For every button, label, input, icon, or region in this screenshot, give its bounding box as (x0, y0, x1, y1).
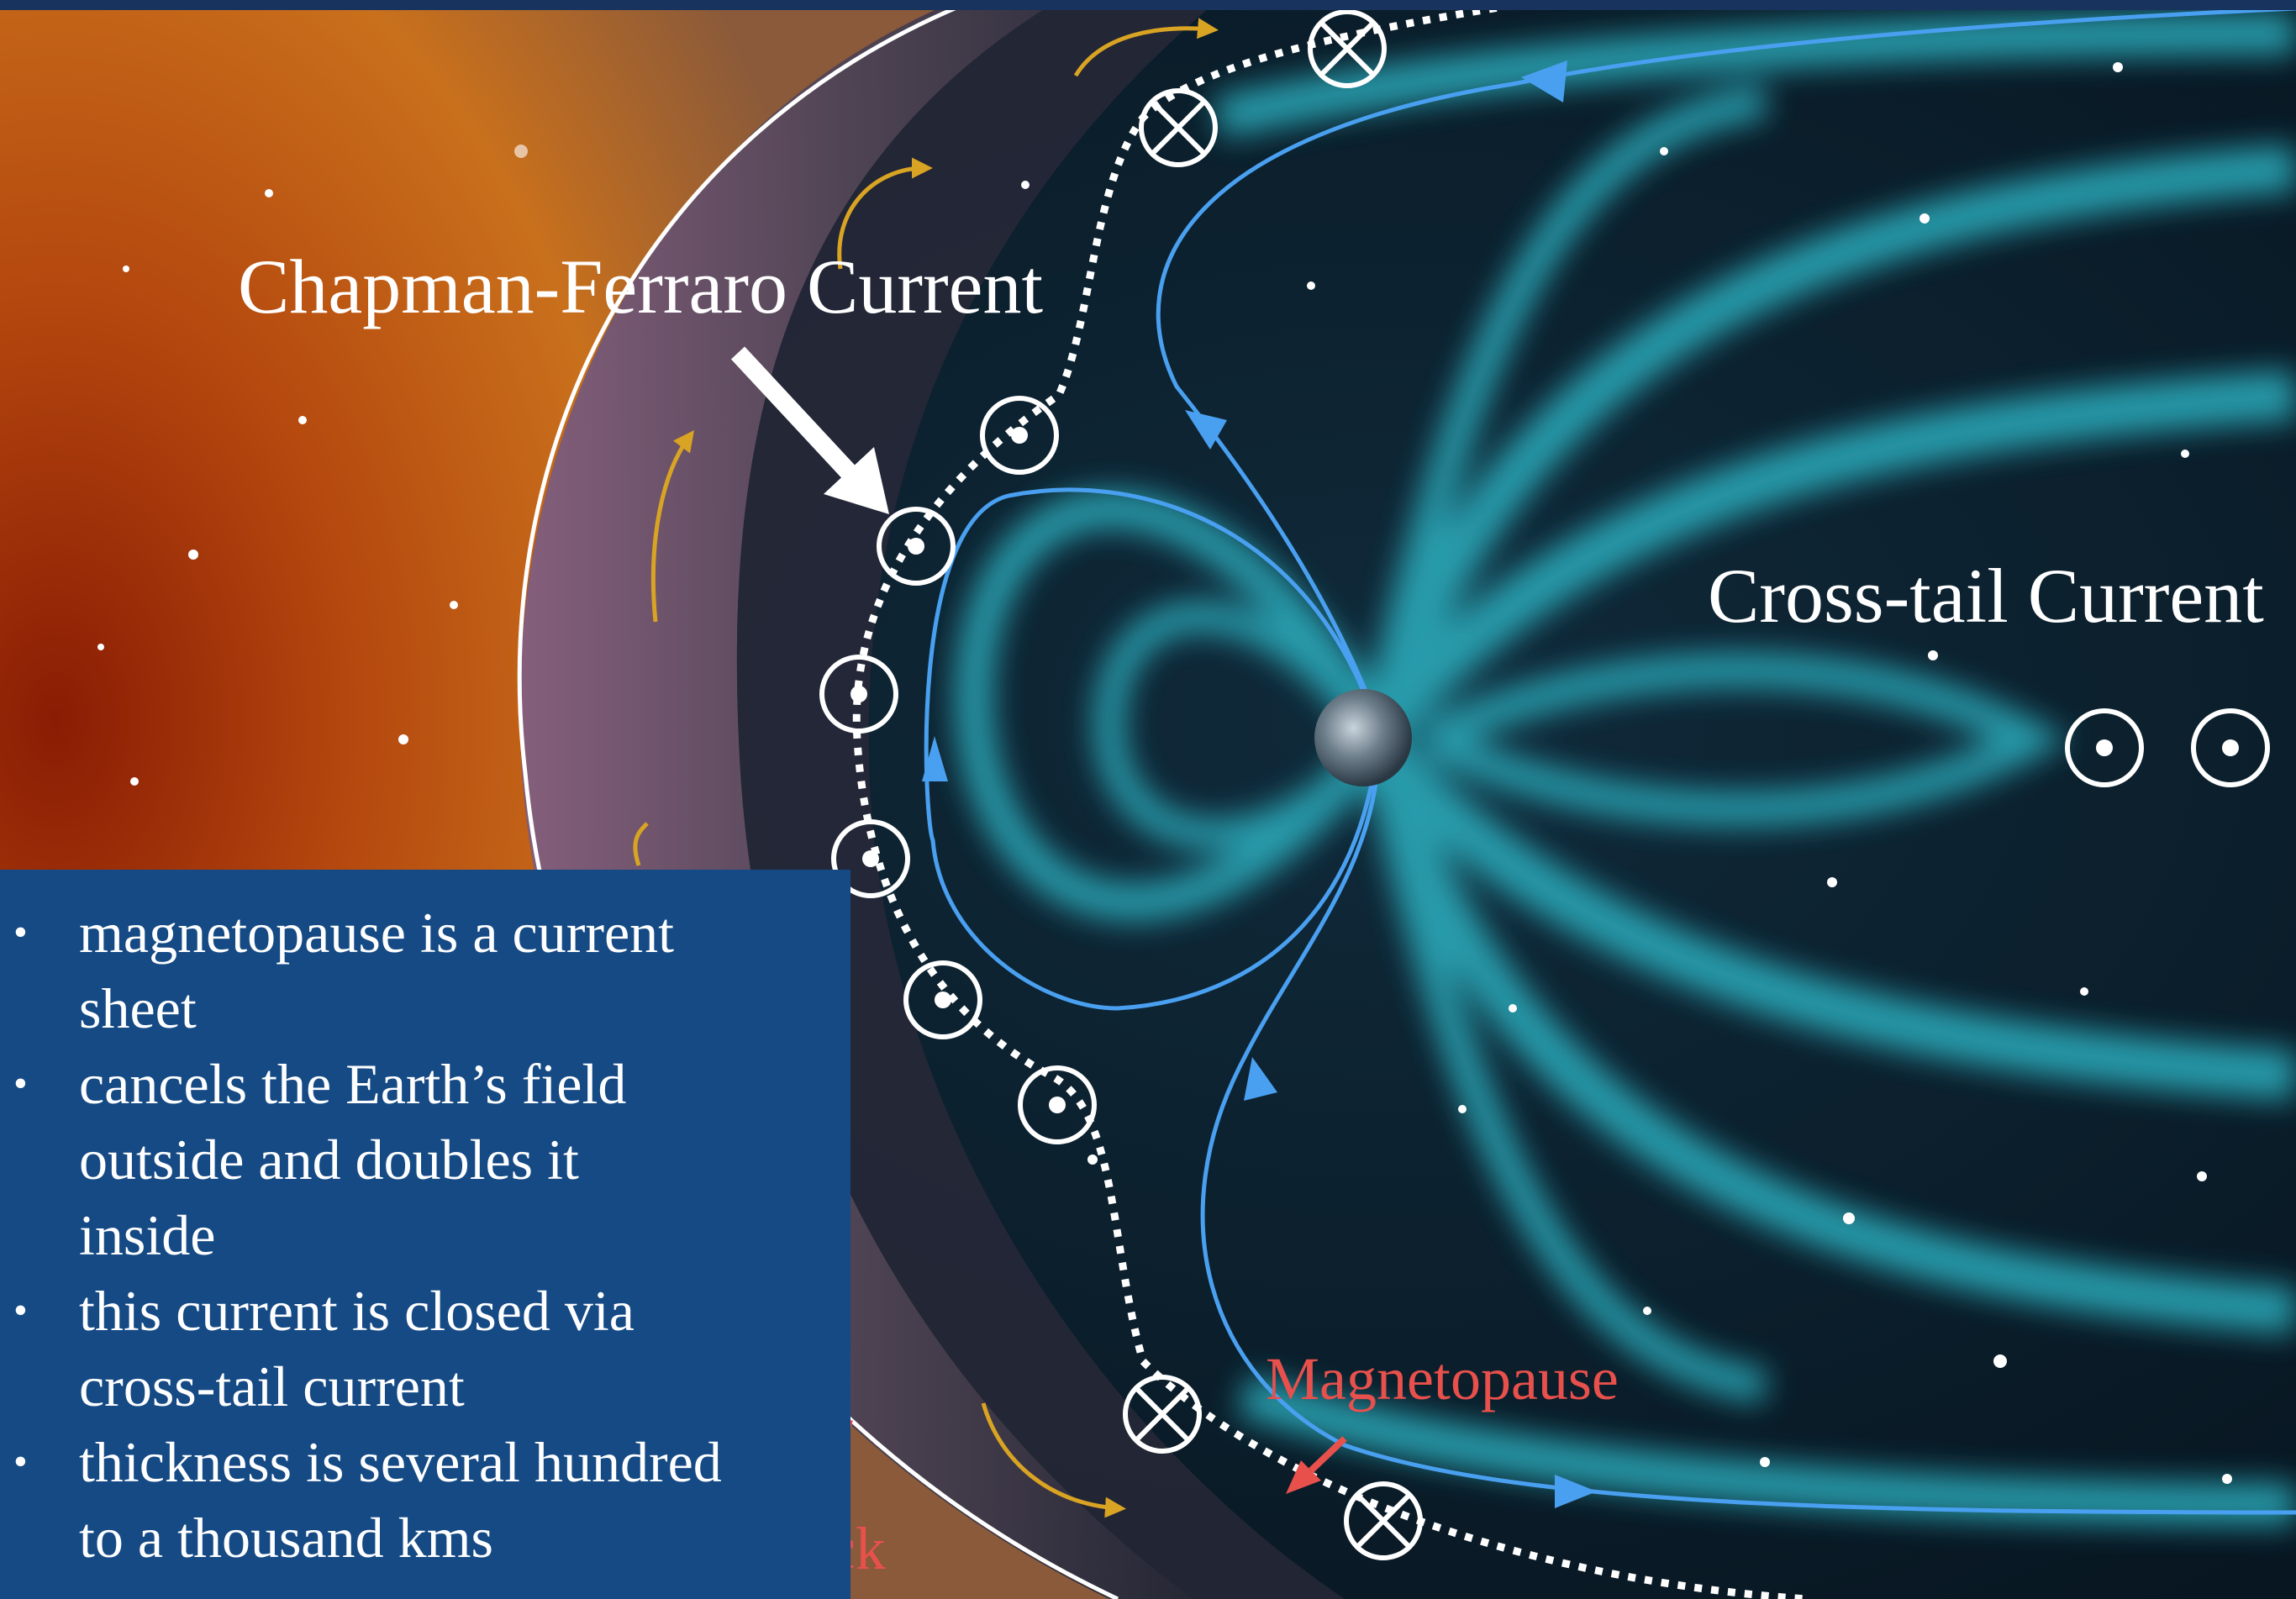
current-out-icon (819, 655, 898, 734)
current-out-icon (2065, 708, 2144, 787)
current-out-icon (1018, 1065, 1097, 1144)
note-item: • magnetopause is a current sheet (13, 895, 837, 1046)
notes-list: • magnetopause is a current sheet • cancel… (13, 895, 837, 1575)
slide-top-bar (0, 0, 2296, 10)
current-out-icon (903, 960, 982, 1039)
note-text: thickness is several hundred to a thousa… (79, 1430, 722, 1570)
current-out-icon (2191, 708, 2270, 787)
cross-tail-current-label: Cross-tail Current (1708, 553, 2264, 639)
note-text: magnetopause is a current sheet (79, 901, 675, 1040)
magnetopause-pointer-arrow (1286, 1436, 1347, 1494)
current-in-icon (1308, 9, 1387, 88)
current-in-markers (1123, 9, 1423, 1560)
note-text: this current is closed via cross-tail cu… (79, 1279, 635, 1418)
note-item: • thickness is several hundred to a thous… (13, 1424, 837, 1575)
magnetopause-label: Magnetopause (1266, 1345, 1619, 1412)
note-text: cancels the Earth’s field outside and do… (79, 1052, 627, 1267)
closed-field-line (924, 487, 1381, 1011)
stars (97, 62, 2232, 1484)
bullet-icon: • (13, 910, 28, 955)
field-line-arrows (922, 60, 1597, 1508)
notes-panel: • magnetopause is a current sheet • cancel… (0, 870, 850, 1599)
current-out-dots (850, 427, 2239, 1113)
current-in-icon (1344, 1481, 1423, 1560)
current-in-icon (1123, 1375, 1202, 1454)
flow-arrows (633, 18, 1219, 1518)
chapman-ferraro-pointer-arrow (730, 346, 889, 514)
bullet-icon: • (13, 1061, 28, 1106)
bullet-icon: • (13, 1288, 28, 1333)
current-in-icon (1139, 88, 1218, 167)
open-field-line-north (1156, 6, 2296, 723)
chapman-ferraro-current-label: Chapman-Ferraro Current (238, 244, 1044, 329)
field-lines (924, 6, 2296, 1515)
current-out-icon (831, 819, 910, 898)
bullet-icon: • (13, 1439, 28, 1484)
inner-sheath (736, 0, 1345, 1599)
note-item: • this current is closed via cross-tail c… (13, 1273, 837, 1424)
current-out-icon (980, 396, 1059, 475)
current-out-icon (877, 507, 956, 586)
current-out-markers (819, 396, 2270, 1144)
note-item: • cancels the Earth’s field outside and d… (13, 1046, 837, 1273)
open-field-line-south (1200, 747, 2296, 1515)
earth (1314, 689, 1412, 786)
